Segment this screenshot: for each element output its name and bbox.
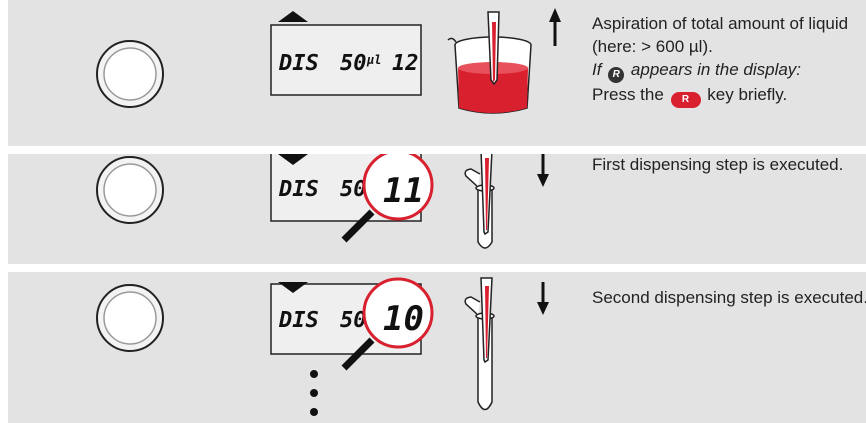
r-key-icon: R	[670, 92, 701, 108]
pipette-tip-icon	[480, 277, 493, 364]
step-row-first-dispense: DIS 50 11 First dispensing step is execu…	[8, 154, 866, 264]
r-badge-icon: R	[608, 67, 625, 83]
lcd-volume: 50	[340, 308, 367, 333]
lcd-volume: 50	[340, 177, 367, 202]
down-arrow-indicator-icon	[278, 154, 308, 165]
step-2-illustration: DIS 50 11	[96, 154, 549, 249]
step-2-text: First dispensing step is executed.	[592, 155, 844, 174]
magnifier-icon: 11	[341, 154, 434, 243]
dial-icon	[96, 284, 164, 352]
step-3-illustration: DIS 50 10	[96, 277, 549, 416]
pipette-tip-icon	[480, 154, 493, 236]
press-key-instruction: Press the R key briefly.	[592, 85, 787, 108]
step-1-note: If R appears in the display:	[592, 60, 801, 83]
step-3-description: Second dispensing step is executed.	[592, 286, 866, 309]
lcd-count-magnified: 11	[383, 171, 424, 211]
lcd-mode: DIS	[278, 177, 319, 202]
up-arrow-indicator-icon	[278, 11, 308, 22]
up-arrow-icon	[549, 8, 561, 46]
step-2-description: First dispensing step is executed.	[592, 153, 866, 176]
step-3-text: Second dispensing step is executed.	[592, 288, 866, 307]
down-arrow-icon	[537, 282, 549, 315]
pipette-tip-icon	[487, 11, 500, 86]
magnifier-icon: 10	[341, 277, 434, 371]
dial-icon	[96, 156, 164, 224]
beaker-icon	[447, 36, 532, 114]
dial-icon	[96, 40, 164, 108]
step-1-description: Aspiration of total amount of liquid (he…	[592, 12, 866, 108]
down-arrow-indicator-icon	[278, 282, 308, 293]
lcd-count: 12	[392, 51, 419, 76]
step-1-illustration: DIS 50 µl 12	[96, 8, 561, 114]
lcd-display: DIS 50 µl 12	[270, 11, 422, 96]
step-1-text: Aspiration of total amount of liquid (he…	[592, 14, 849, 56]
step-row-second-dispense: DIS 50 10 Second dispensing step is exe	[8, 272, 866, 423]
lcd-volume: 50	[340, 51, 367, 76]
step-row-aspiration: DIS 50 µl 12 Aspiration of total amount …	[8, 0, 866, 146]
lcd-count-magnified: 10	[383, 299, 424, 339]
lcd-mode: DIS	[278, 308, 319, 333]
down-arrow-icon	[537, 154, 549, 187]
lcd-mode: DIS	[278, 51, 319, 76]
lcd-unit: µl	[366, 53, 381, 67]
continuation-dots-icon	[310, 370, 318, 416]
